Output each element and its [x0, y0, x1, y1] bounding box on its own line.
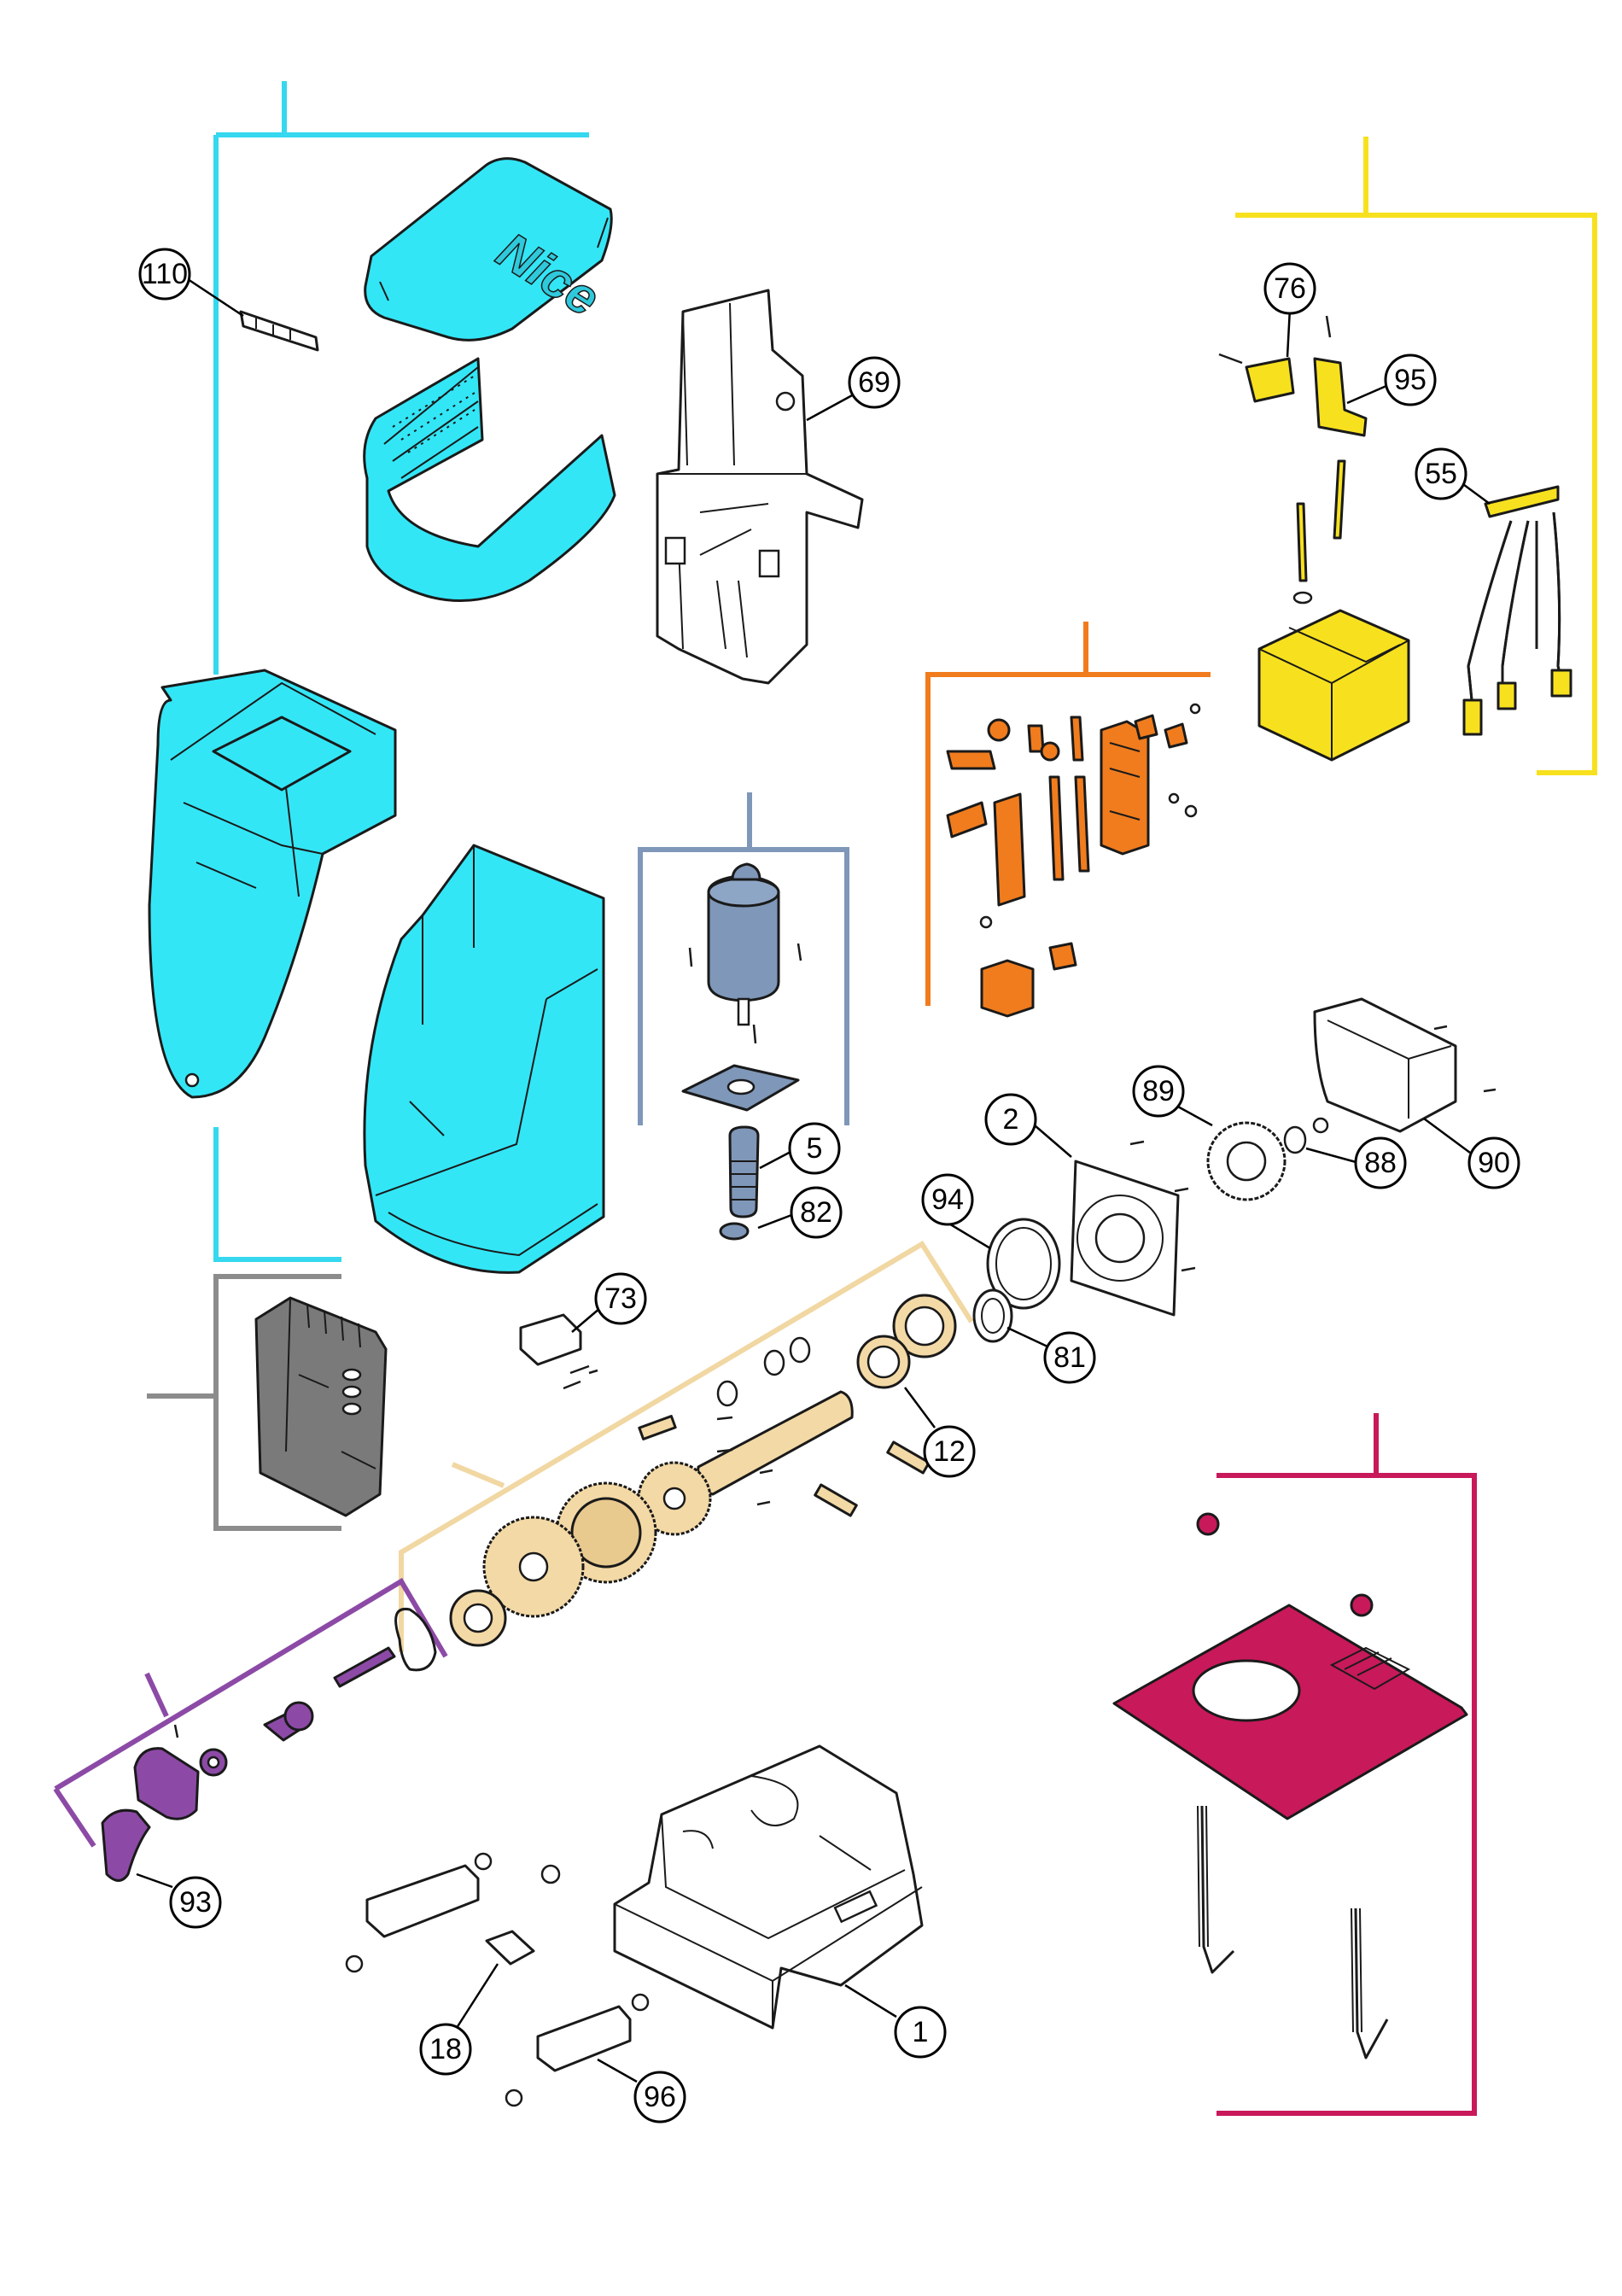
callout-110: 110	[138, 248, 191, 301]
gear-cover	[1313, 997, 1457, 1133]
callout-label: 55	[1425, 458, 1457, 490]
thermal-switch	[1245, 357, 1295, 403]
control-board	[254, 1296, 388, 1517]
callout-label: 94	[931, 1183, 964, 1216]
release-shaft	[333, 1646, 396, 1688]
anchor-bolt-left	[1200, 1805, 1235, 1974]
callout-label: 2	[1003, 1103, 1019, 1136]
baseplate-parts	[1112, 1512, 1468, 2059]
purple-release-group-bracket	[53, 1577, 448, 1848]
release-knob	[133, 1747, 200, 1820]
callout-94: 94	[921, 1173, 974, 1226]
cyan-cover-group-bracket	[213, 81, 589, 1262]
cyan-parts: Nice	[148, 157, 616, 1274]
terminal-block	[519, 1313, 582, 1366]
callout-label: 69	[858, 366, 890, 399]
foundation-plate	[1112, 1604, 1468, 1820]
callout-93: 93	[169, 1876, 222, 1929]
spacer-right	[536, 2005, 632, 2072]
callout-label: 5	[807, 1132, 823, 1165]
left-side-cover	[148, 669, 397, 1099]
right-side-housing	[363, 844, 605, 1274]
release-gasket	[394, 1607, 437, 1672]
small-parts	[239, 310, 598, 1390]
callout-label: 18	[429, 2033, 462, 2065]
callout-label: 93	[179, 1886, 212, 1919]
support-bracket	[1313, 357, 1368, 437]
motor	[707, 873, 780, 1002]
callout-label: 96	[644, 2081, 676, 2113]
callout-88: 88	[1354, 1136, 1407, 1189]
callout-89: 89	[1132, 1065, 1185, 1118]
worm-shaft	[728, 1125, 760, 1218]
group-brackets	[53, 81, 1597, 2116]
callout-label: 1	[913, 2016, 929, 2048]
callout-label: 89	[1142, 1075, 1175, 1107]
callout-2: 2	[984, 1093, 1037, 1146]
callout-90: 90	[1467, 1136, 1520, 1189]
release-parts	[101, 1607, 437, 1882]
base-parts	[345, 1744, 924, 2107]
mounting-frame-body	[656, 289, 864, 685]
callout-95: 95	[1384, 353, 1437, 406]
callout-label: 110	[142, 258, 188, 290]
callout-label: 81	[1053, 1341, 1086, 1374]
callout-label: 82	[800, 1196, 832, 1229]
leader-lines	[136, 276, 1491, 2083]
wiring-harness	[1484, 485, 1560, 518]
transformer	[1257, 609, 1410, 762]
callout-76: 76	[1263, 262, 1316, 315]
base-housing	[613, 1744, 924, 2030]
blue-motor-group-bracket	[638, 792, 849, 1125]
callout-label: 88	[1364, 1147, 1397, 1179]
callout-69: 69	[848, 356, 901, 409]
terminal-board	[1100, 720, 1150, 856]
callout-12: 12	[923, 1425, 976, 1478]
yellow-parts	[1218, 315, 1572, 762]
callout-label: 95	[1394, 364, 1427, 396]
callout-label: 76	[1274, 272, 1306, 305]
callout-73: 73	[594, 1272, 647, 1325]
orange-parts	[946, 703, 1201, 1018]
callout-1: 1	[894, 2006, 947, 2059]
callout-5: 5	[788, 1122, 841, 1175]
callout-55: 55	[1415, 447, 1467, 500]
callout-label: 73	[604, 1282, 637, 1315]
motor-parts	[681, 862, 802, 1241]
gear-parts	[449, 1294, 957, 1647]
output-shaft	[697, 1390, 854, 1496]
control-unit	[254, 1296, 388, 1517]
yellow-transformer-group-bracket	[1235, 137, 1597, 775]
clip-110	[239, 310, 319, 352]
release-handle	[101, 1808, 151, 1882]
orange-electronics-group-bracket	[925, 622, 1211, 1006]
callout-label: 90	[1478, 1147, 1510, 1179]
top-lid	[364, 157, 613, 342]
gasket-18	[485, 1930, 535, 1966]
tan-gear-group-bracket	[399, 1240, 974, 1652]
mounting-frame	[656, 289, 864, 685]
callout-18: 18	[419, 2023, 472, 2076]
callout-81: 81	[1043, 1331, 1096, 1384]
ribbed-cover	[363, 357, 616, 603]
callout-96: 96	[633, 2071, 686, 2124]
gray-control-board-bracket	[147, 1274, 341, 1531]
flange-parts	[972, 997, 1497, 1343]
magenta-baseplate-group-bracket	[1216, 1413, 1477, 2116]
callout-label: 12	[933, 1435, 966, 1468]
spacer-left	[365, 1864, 480, 1938]
callout-82: 82	[790, 1186, 843, 1239]
anchor-bolt-right	[1354, 1907, 1389, 2059]
connector-block	[980, 959, 1035, 1018]
